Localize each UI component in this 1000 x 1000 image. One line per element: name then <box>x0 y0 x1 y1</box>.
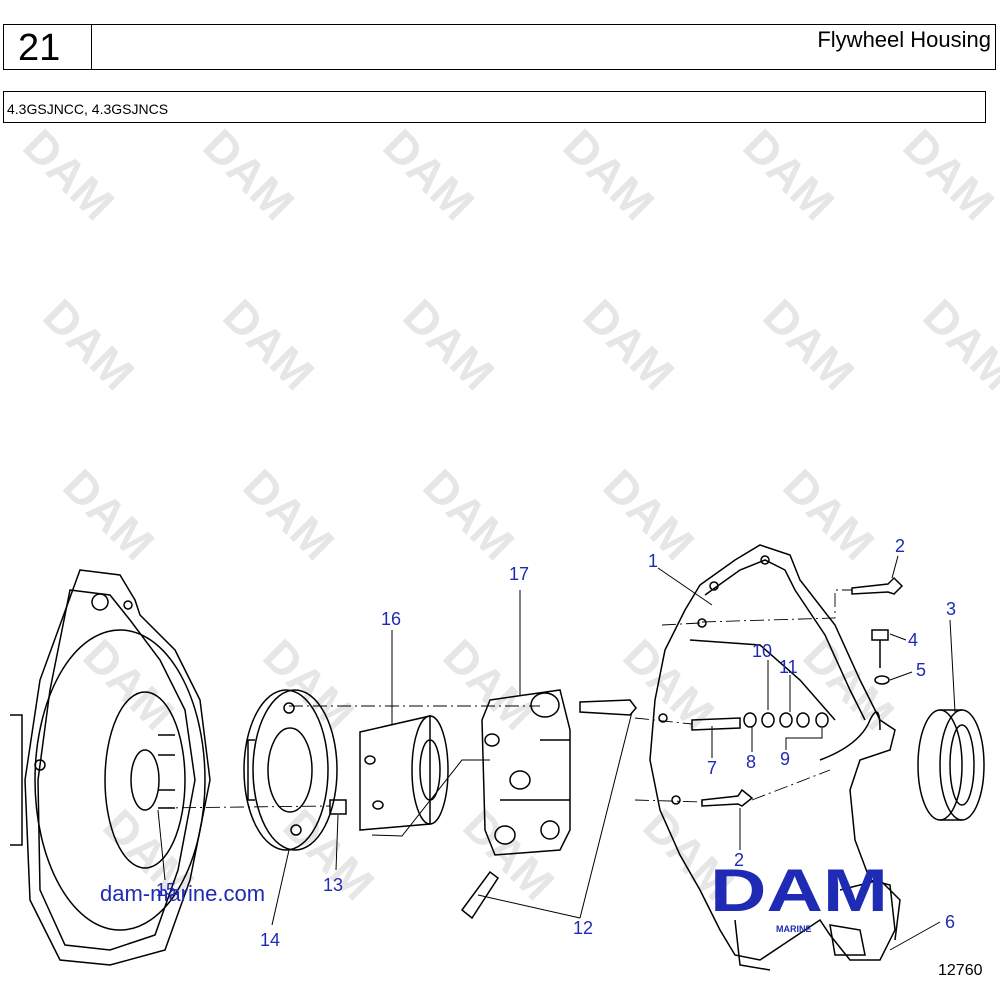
flywheel <box>10 569 211 966</box>
callout-17: 17 <box>509 564 529 584</box>
watermark: DAM <box>73 629 184 740</box>
washer <box>874 675 890 685</box>
dam-marine-logo: DAM MARINE <box>710 857 888 934</box>
callout-1: 1 <box>648 551 658 571</box>
callout-13: 13 <box>323 875 343 895</box>
nut <box>815 712 829 728</box>
watermark: DAM <box>253 629 364 740</box>
watermark: DAM <box>33 289 144 400</box>
leader-line <box>785 728 823 750</box>
coupling-bolt <box>460 870 500 920</box>
watermark-pattern: DAM DAM DAM DAM DAM DAM DAM DAM DAM DAM … <box>13 119 1000 910</box>
watermark: DAM <box>433 629 544 740</box>
watermark: DAM <box>793 629 904 740</box>
leader-line <box>889 633 907 641</box>
leader-line <box>889 921 941 951</box>
watermark: DAM <box>373 119 484 230</box>
callout-16: 16 <box>381 609 401 629</box>
leader-line <box>891 555 899 579</box>
nut <box>761 712 775 728</box>
model-box: 4.3GSJNCC, 4.3GSJNCS <box>3 91 986 123</box>
callout-5: 5 <box>916 660 926 680</box>
screw-head <box>871 629 889 641</box>
watermark: DAM <box>733 119 844 230</box>
callout-12: 12 <box>573 918 593 938</box>
leader-line <box>949 619 956 713</box>
watermark: DAM <box>893 119 1000 230</box>
logo-text: DAM <box>710 857 888 924</box>
callout-2: 2 <box>895 536 905 556</box>
logo-subtext: MARINE <box>776 924 812 934</box>
callout-8: 8 <box>746 752 756 772</box>
nut <box>796 712 810 728</box>
section-number: 21 <box>4 25 92 69</box>
watermark: DAM <box>233 459 344 570</box>
callout-9: 9 <box>780 749 790 769</box>
coupling-hub <box>359 715 449 831</box>
callout-4: 4 <box>908 630 918 650</box>
leader-line <box>271 849 290 926</box>
watermark: DAM <box>553 119 664 230</box>
watermark: DAM <box>913 289 1000 400</box>
website-watermark: dam-marine.com <box>100 881 265 906</box>
watermark: DAM <box>53 459 164 570</box>
leader-line <box>477 711 633 919</box>
callout-6: 6 <box>945 912 955 932</box>
nut <box>779 712 793 728</box>
leader-line <box>889 671 913 681</box>
watermark: DAM <box>413 459 524 570</box>
watermark: DAM <box>613 629 724 740</box>
alignment-line <box>701 589 852 623</box>
housing-bolt <box>701 788 754 807</box>
callout-15: 15 <box>156 880 176 900</box>
watermark: DAM <box>13 119 124 230</box>
alignment-line <box>634 799 703 803</box>
header-box: 21 Flywheel Housing <box>3 24 996 70</box>
housing-bolt <box>851 576 904 595</box>
leader-line <box>335 814 339 871</box>
callout-11: 11 <box>779 657 798 677</box>
watermark: DAM <box>753 289 864 400</box>
watermark: DAM <box>213 289 324 400</box>
seal-ring <box>917 709 985 821</box>
watermark: DAM <box>193 119 304 230</box>
callout-7: 7 <box>707 758 717 778</box>
watermark: DAM <box>773 459 884 570</box>
coupling-bolt <box>579 699 637 716</box>
figure-number: 12760 <box>938 962 983 979</box>
elastic-coupling <box>481 689 571 856</box>
watermark: DAM <box>573 289 684 400</box>
alignment-line <box>157 805 331 809</box>
alignment-line <box>634 717 693 725</box>
leader-line <box>157 809 166 881</box>
flywheel-housing <box>649 544 901 971</box>
callout-10: 10 <box>752 641 772 661</box>
adapter-plate <box>243 689 338 851</box>
alignment-line <box>751 769 831 801</box>
alignment-line <box>661 622 701 626</box>
nut <box>329 799 347 815</box>
leader-line <box>657 567 713 606</box>
stud <box>691 717 741 731</box>
model-list: 4.3GSJNCC, 4.3GSJNCS <box>7 101 169 117</box>
callout-2-lower: 2 <box>734 850 744 870</box>
washer <box>743 712 757 728</box>
callout-14: 14 <box>260 930 280 950</box>
callout-3: 3 <box>946 599 956 619</box>
leader-line <box>371 759 490 837</box>
watermark: DAM <box>393 289 504 400</box>
section-title: Flywheel Housing <box>817 27 991 52</box>
